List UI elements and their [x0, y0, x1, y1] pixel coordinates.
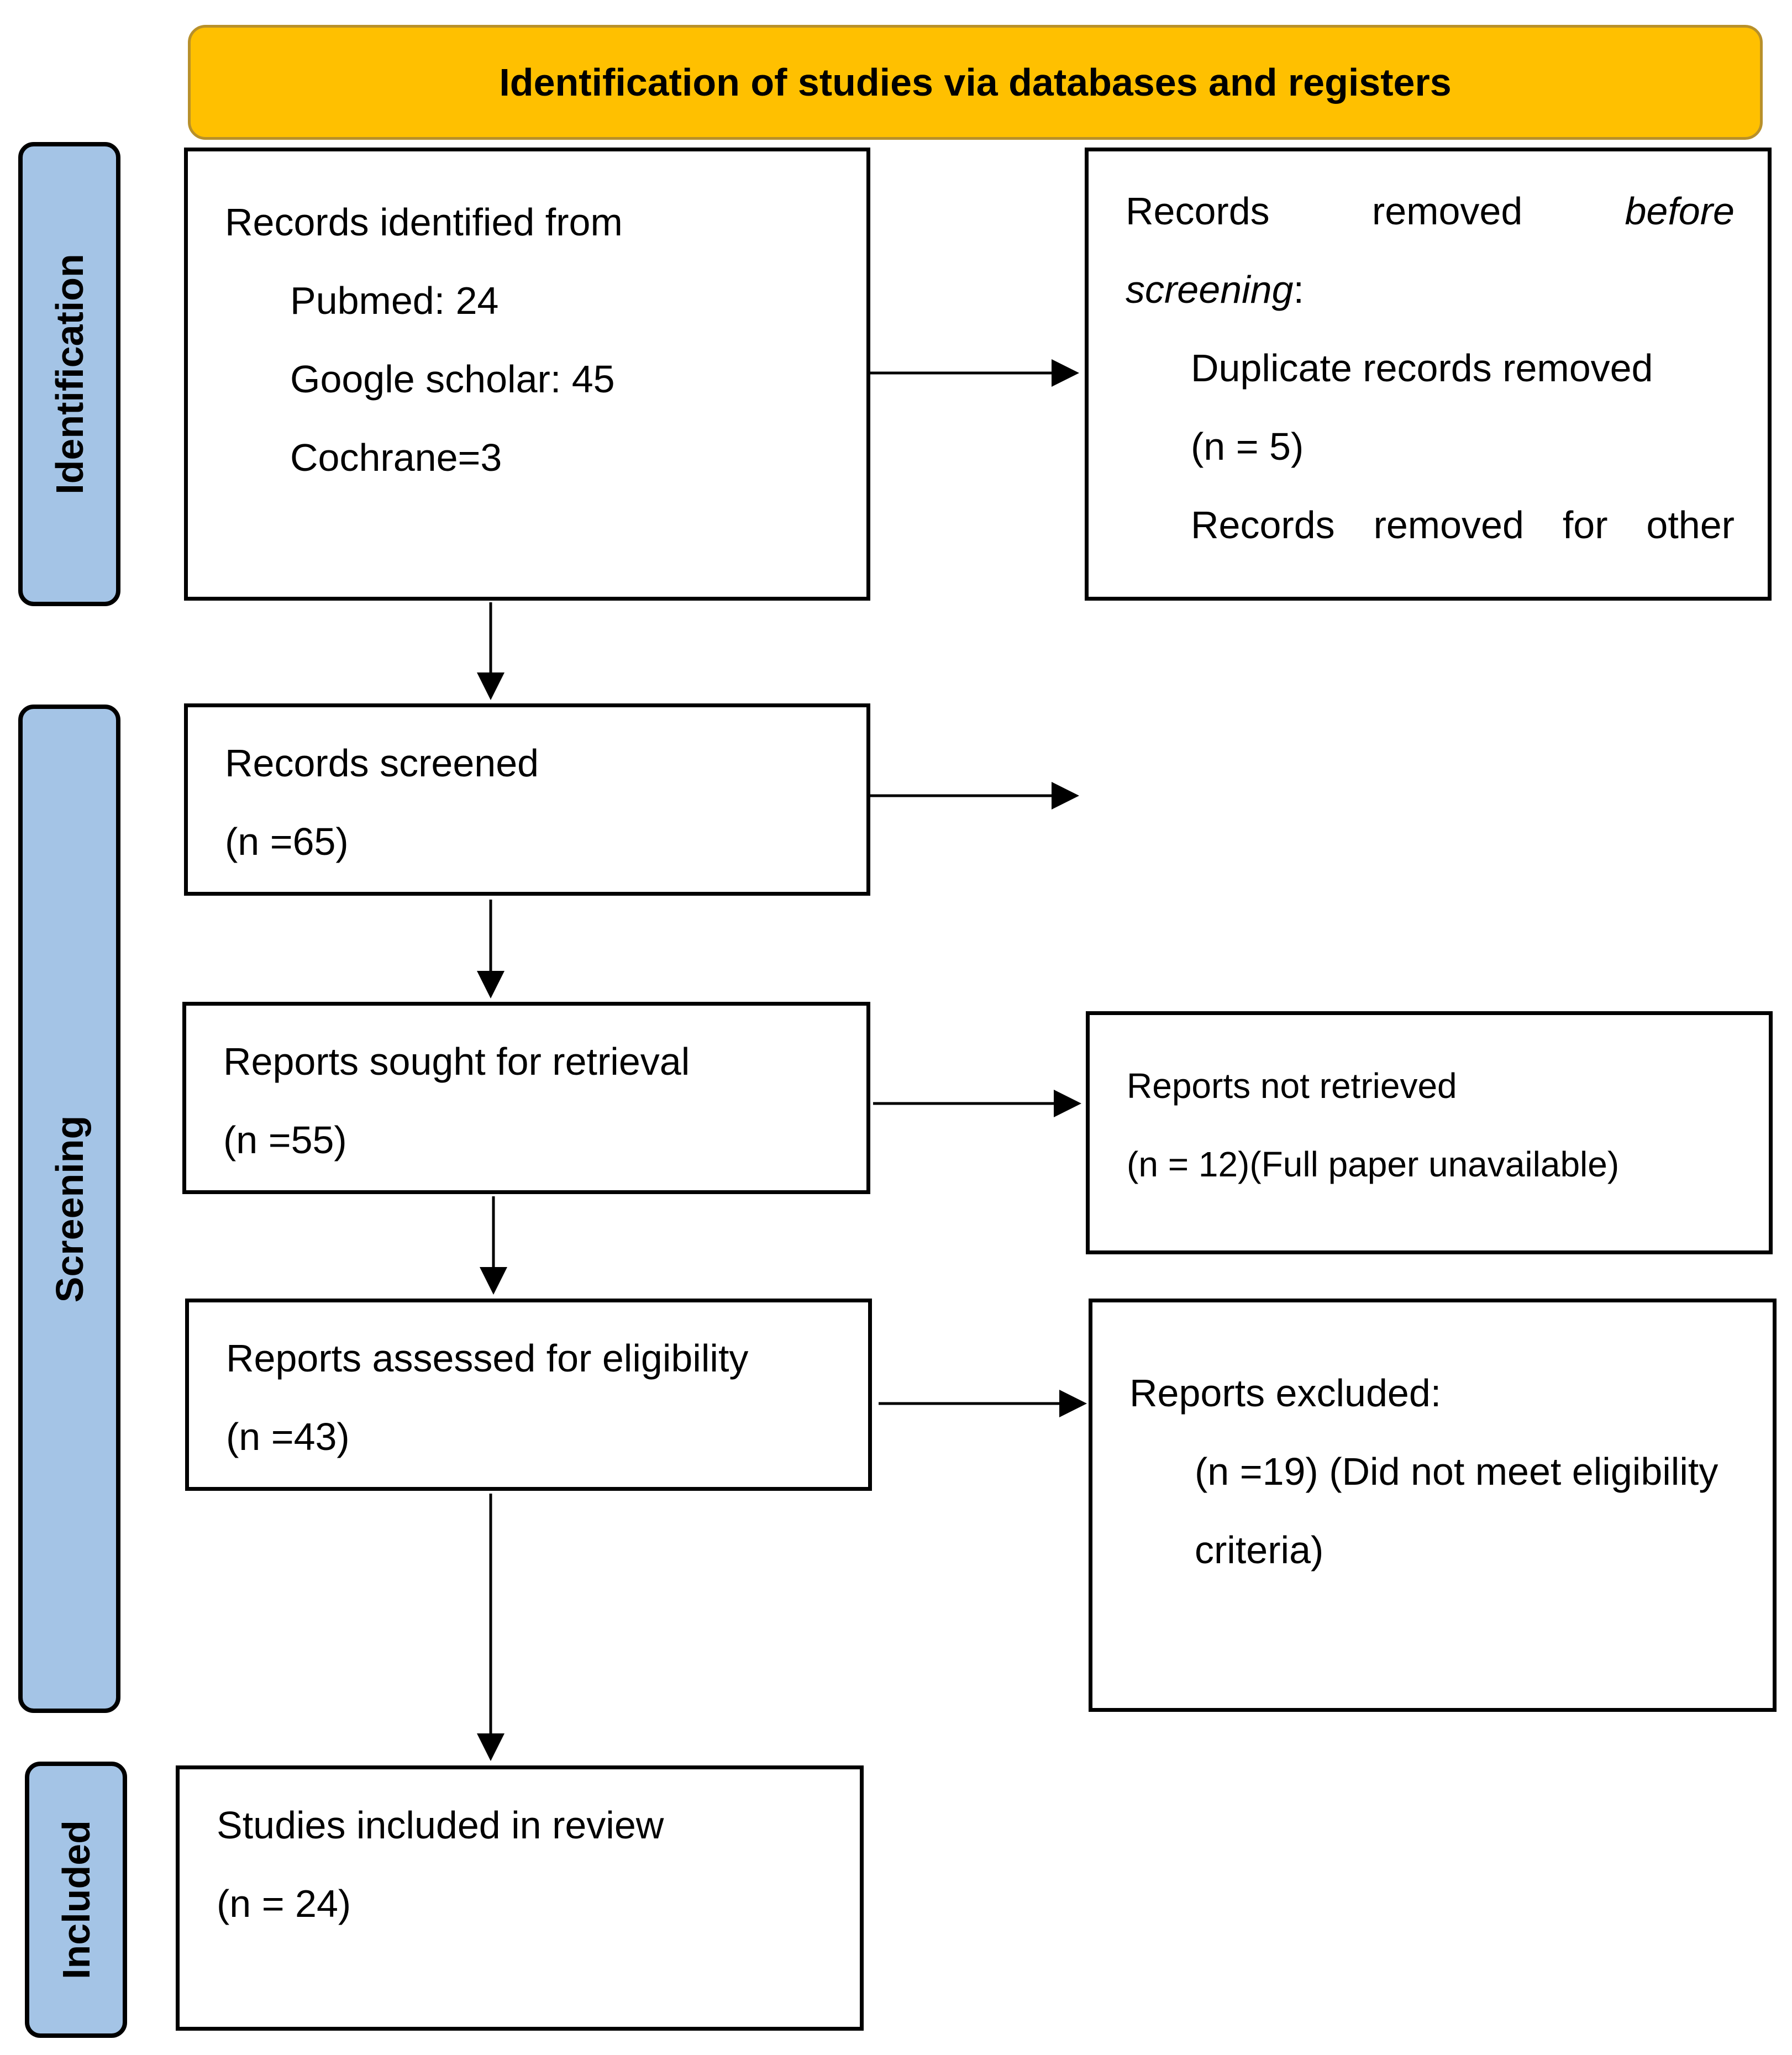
reports-excluded-line1: (n =19) (Did not meet eligibility [1195, 1450, 1719, 1493]
reports-sought-box: Reports sought for retrieval (n =55) [182, 1002, 870, 1194]
header-banner: Identification of studies via databases … [188, 25, 1763, 140]
reports-sought-n: (n =55) [223, 1118, 347, 1161]
records-screened-title: Records screened [225, 742, 539, 785]
records-identified-google: Google scholar: 45 [290, 358, 615, 401]
studies-included-n: (n = 24) [217, 1882, 351, 1925]
records-identified-box: Records identified from Pubmed: 24 Googl… [184, 148, 870, 601]
reports-assessed-n: (n =43) [226, 1415, 350, 1458]
phase-included: Included [25, 1762, 127, 2038]
studies-included-title: Studies included in review [217, 1804, 664, 1847]
records-removed-line2: screening: [1126, 268, 1304, 311]
records-identified-pubmed: Pubmed: 24 [290, 279, 499, 322]
records-screened-box: Records screened (n =65) [184, 703, 870, 896]
records-screened-n: (n =65) [225, 820, 349, 863]
records-removed-box: Records removed before screening: Duplic… [1085, 148, 1772, 601]
reports-sought-title: Reports sought for retrieval [223, 1040, 690, 1083]
records-identified-title: Records identified from [225, 201, 623, 244]
records-removed-line1: Records removed before [1126, 190, 1735, 233]
records-identified-cochrane: Cochrane=3 [290, 436, 502, 479]
records-removed-duplicate-n: (n = 5) [1191, 425, 1304, 468]
reports-excluded-box: Reports excluded: (n =19) (Did not meet … [1089, 1299, 1777, 1712]
reports-not-retrieved-box: Reports not retrieved (n = 12)(Full pape… [1086, 1011, 1773, 1254]
studies-included-box: Studies included in review (n = 24) [176, 1765, 864, 2031]
reports-excluded-line2: criteria) [1195, 1528, 1324, 1572]
reports-not-retrieved-title: Reports not retrieved [1127, 1066, 1457, 1106]
reports-excluded-title: Reports excluded: [1129, 1371, 1442, 1415]
phase-identification: Identification [18, 142, 120, 606]
records-removed-other: Records removed for other [1191, 503, 1735, 546]
reports-assessed-title: Reports assessed for eligibility [226, 1337, 749, 1380]
header-title: Identification of studies via databases … [499, 61, 1452, 104]
phase-screening: Screening [18, 705, 120, 1713]
reports-not-retrieved-n: (n = 12)(Full paper unavailable) [1127, 1144, 1620, 1184]
records-removed-duplicate: Duplicate records removed [1191, 346, 1653, 390]
reports-assessed-box: Reports assessed for eligibility (n =43) [185, 1299, 872, 1491]
